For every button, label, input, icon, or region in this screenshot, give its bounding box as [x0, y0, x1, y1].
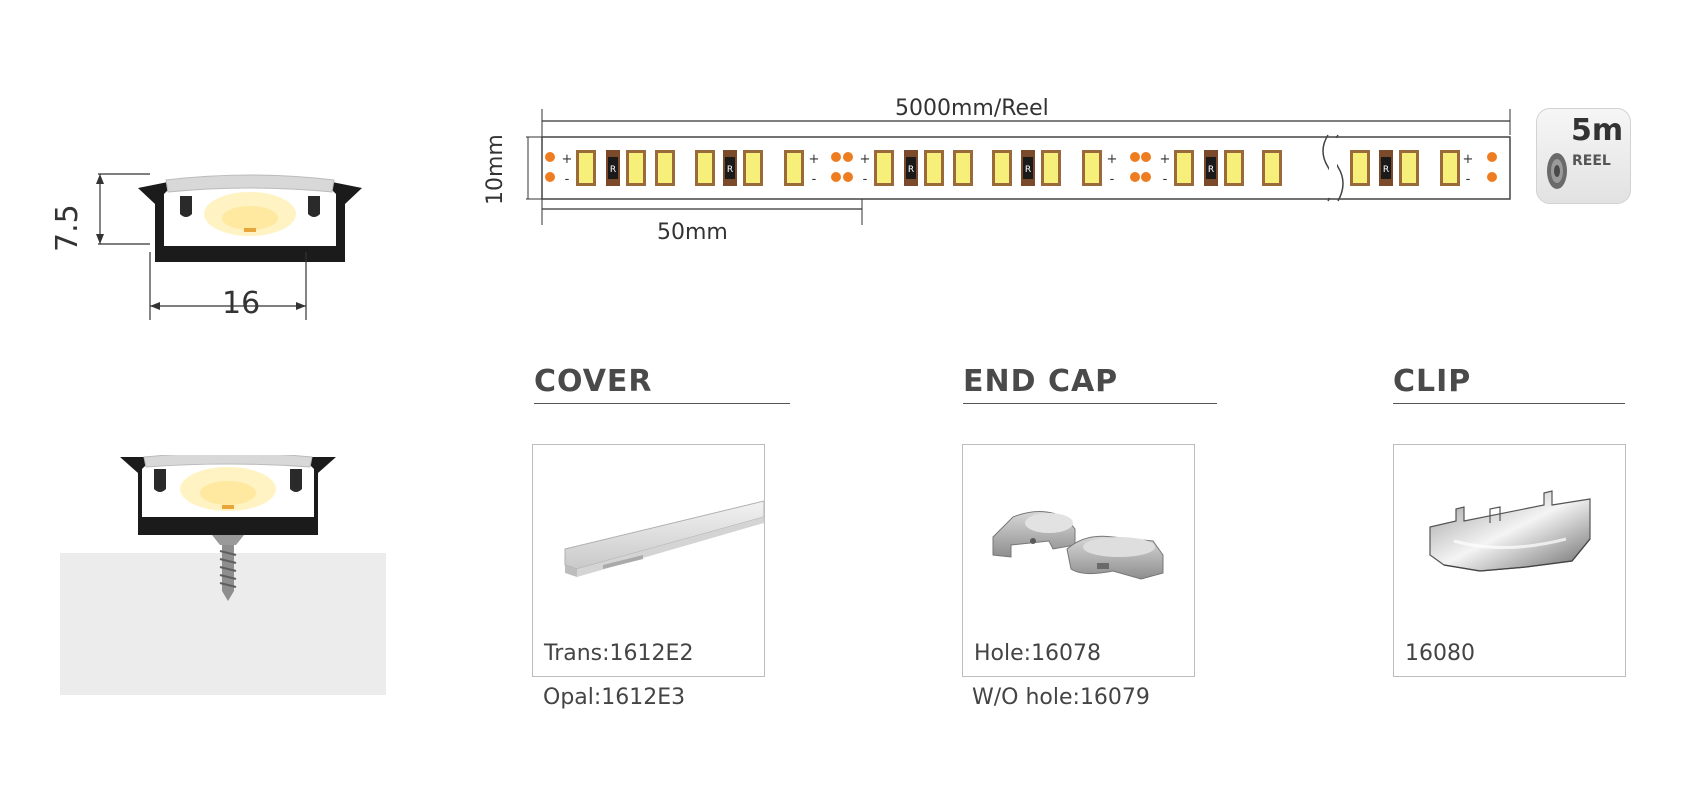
cover-code-trans: Trans:1612E2 — [544, 641, 694, 666]
resistor-mark: R — [1208, 165, 1214, 175]
resistor-body — [1206, 157, 1216, 179]
led-chip-face — [1265, 153, 1279, 183]
led-chip-face — [956, 153, 970, 183]
strip-length-label: 5000mm/Reel — [895, 96, 1049, 121]
solder-pad — [545, 172, 555, 182]
led-chip-face — [658, 153, 672, 183]
profile-height-label: 7.5 — [50, 204, 85, 252]
solder-pad — [545, 152, 555, 162]
strip-cut-label: 50mm — [657, 220, 728, 245]
resistor-mark: R — [610, 165, 616, 175]
clip-title: CLIP — [1393, 364, 1472, 399]
clip-image-box: 16080 — [1393, 444, 1626, 677]
resistor-body — [608, 157, 618, 179]
led-chip-face — [698, 153, 712, 183]
led-chip-face — [746, 153, 760, 183]
led-chip-face — [1227, 153, 1241, 183]
plus-mark: + — [860, 152, 871, 167]
solder-pad — [831, 172, 841, 182]
end-cap-code-no-hole: W/O hole:16079 — [972, 685, 1150, 710]
resistor-body — [906, 157, 916, 179]
screw-icon — [212, 535, 244, 545]
minus-mark: - — [812, 172, 817, 187]
cover-illustration — [564, 500, 764, 577]
end-cap-code-hole: Hole:16078 — [974, 641, 1102, 666]
resistor-mark: R — [1025, 165, 1031, 175]
profile-body — [138, 182, 362, 262]
diffuser-cover — [165, 174, 335, 193]
resistor-mark: R — [908, 165, 914, 175]
led-chip-face — [629, 153, 643, 183]
led-chip-face — [579, 153, 593, 183]
led-strip-drawing: + - R R + - + - R R + - + - R R + - — [526, 109, 1511, 225]
led-chip-face — [927, 153, 941, 183]
led-chip-face — [1353, 153, 1367, 183]
mounted-profile-illustration — [60, 455, 386, 695]
clip-illustration — [1429, 490, 1591, 572]
resistor-body — [1381, 157, 1391, 179]
resistor-mark: R — [1383, 165, 1389, 175]
profile-width-label: 16 — [222, 286, 261, 321]
plus-mark: + — [1107, 152, 1118, 167]
minus-mark: - — [1163, 172, 1168, 187]
end-cap-illustration — [992, 511, 1164, 580]
led-chip-face — [995, 153, 1009, 183]
led-chip-face — [1044, 153, 1058, 183]
end-cap-image-box: Hole:16078 — [962, 444, 1195, 677]
minus-mark: - — [1466, 172, 1471, 187]
resistor-body — [1023, 157, 1033, 179]
clip-title-rule — [1393, 403, 1625, 404]
solder-pad — [1130, 172, 1140, 182]
end-cap-title-rule — [963, 403, 1217, 404]
reel-badge: 5m REEL — [1536, 108, 1631, 204]
solder-pad — [1141, 152, 1151, 162]
profile-cross-section-drawing — [96, 173, 362, 320]
solder-pad — [1141, 172, 1151, 182]
cover-title: COVER — [534, 364, 653, 399]
solder-pad — [843, 172, 853, 182]
led-chip-face — [1177, 153, 1191, 183]
plus-mark: + — [1160, 152, 1171, 167]
resistor-mark: R — [727, 165, 733, 175]
led-chip-face — [1402, 153, 1416, 183]
reel-label: REEL — [1572, 153, 1611, 169]
minus-mark: - — [1110, 172, 1115, 187]
cover-code-opal: Opal:1612E3 — [543, 685, 686, 710]
cover-title-rule — [534, 403, 790, 404]
minus-mark: - — [863, 172, 868, 187]
led-chip-face — [877, 153, 891, 183]
solder-pad — [1487, 172, 1497, 182]
reel-length: 5m — [1571, 113, 1624, 148]
solder-pad — [831, 152, 841, 162]
reel-spool-icon — [1547, 153, 1567, 189]
cover-image-box: Trans:1612E2 — [532, 444, 765, 677]
led-chip-face — [1085, 153, 1099, 183]
solder-pad — [843, 152, 853, 162]
solder-pad — [1487, 152, 1497, 162]
end-cap-title: END CAP — [963, 364, 1119, 399]
solder-pad — [1130, 152, 1140, 162]
plus-mark: + — [1463, 152, 1474, 167]
led-chip-face — [787, 153, 801, 183]
plus-mark: + — [809, 152, 820, 167]
plus-mark: + — [562, 152, 573, 167]
led-chip-face — [1443, 153, 1457, 183]
minus-mark: - — [565, 172, 570, 187]
resistor-body — [725, 157, 735, 179]
clip-code: 16080 — [1405, 641, 1475, 666]
